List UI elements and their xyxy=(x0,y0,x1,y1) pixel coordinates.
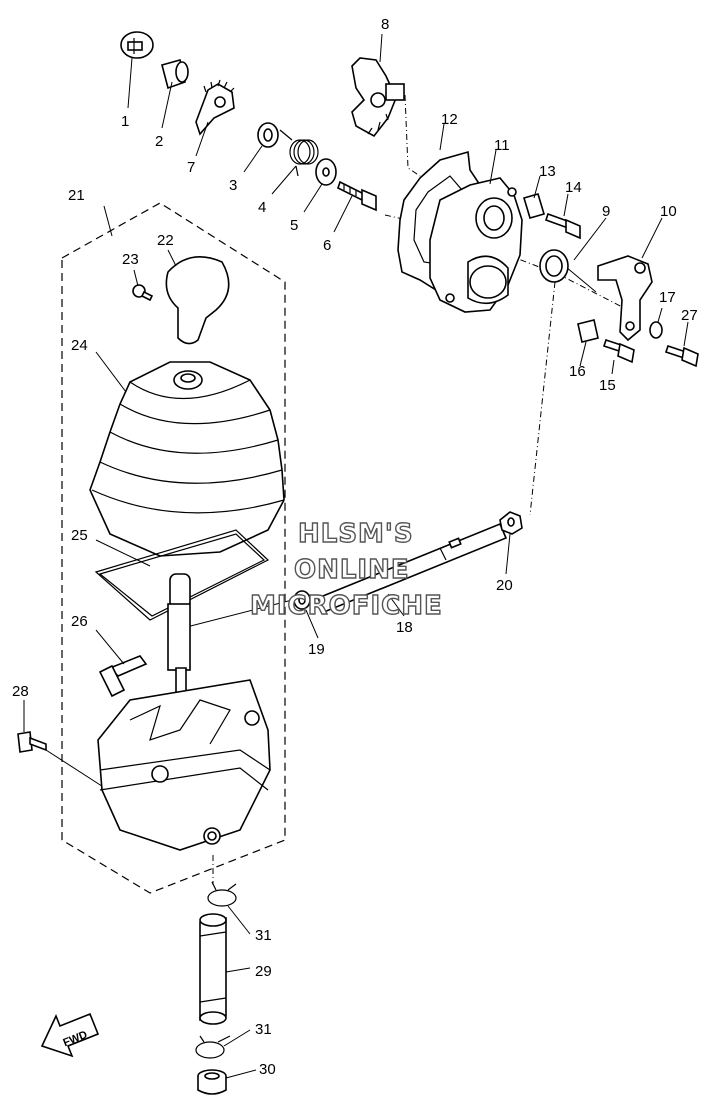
part-26-bolt xyxy=(98,655,148,698)
part-2-collar xyxy=(161,59,189,90)
watermark: HLSM'S ONLINE MICROFICHE xyxy=(249,518,443,621)
part-3-washer xyxy=(257,122,279,148)
callout-18: 18 xyxy=(396,619,413,636)
callout-2: 2 xyxy=(155,133,163,150)
part-20-nut xyxy=(499,511,523,535)
callout-19: 19 xyxy=(308,641,325,658)
watermark-line-1: HLSM'S xyxy=(298,519,414,549)
part-23-screw xyxy=(132,284,154,302)
callout-3: 3 xyxy=(229,177,237,194)
part-13-dowel-pin xyxy=(523,193,545,219)
callout-6: 6 xyxy=(323,237,331,254)
part-8-shift-segment xyxy=(351,57,405,138)
callout-13: 13 xyxy=(539,163,556,180)
part-31-lower-circlip xyxy=(195,1035,231,1059)
part-15-bolt xyxy=(602,338,635,364)
part-19-washer xyxy=(293,590,311,610)
callout-27: 27 xyxy=(681,307,698,324)
callout-28: 28 xyxy=(12,683,29,700)
part-29-linkage-tube xyxy=(199,913,227,1025)
part-28-bolt xyxy=(17,731,109,791)
callout-24: 24 xyxy=(71,337,88,354)
part-31-upper-circlip xyxy=(207,881,237,907)
callout-31-upper: 31 xyxy=(255,927,272,944)
callout-17: 17 xyxy=(659,289,676,306)
part-9-oil-seal xyxy=(539,249,569,283)
callout-29: 29 xyxy=(255,963,272,980)
linkage-lines xyxy=(174,94,633,885)
callout-8: 8 xyxy=(381,16,389,33)
part-6-bolt xyxy=(337,180,377,212)
callout-5: 5 xyxy=(290,217,298,234)
part-22-shift-knob xyxy=(165,256,230,345)
part-shift-gate-housing xyxy=(97,679,271,851)
assembly-boundary-21 xyxy=(61,202,286,894)
watermark-line-2: ONLINE xyxy=(294,555,410,585)
callout-31-lower: 31 xyxy=(255,1021,272,1038)
callout-4: 4 xyxy=(258,199,266,216)
part-16-collar xyxy=(577,319,599,343)
leader-lines xyxy=(23,33,689,1079)
callout-9: 9 xyxy=(602,203,610,220)
part-14-bolt xyxy=(544,212,581,240)
callout-labels: 1 2 7 3 4 5 6 8 12 11 13 14 9 10 17 27 1… xyxy=(12,16,698,1078)
part-25-boot-frame xyxy=(94,529,270,621)
callout-22: 22 xyxy=(157,232,174,249)
callout-15: 15 xyxy=(599,377,616,394)
part-10-shift-arm xyxy=(597,255,653,342)
callout-7: 7 xyxy=(187,159,195,176)
callout-20: 20 xyxy=(496,577,513,594)
part-27-bolt xyxy=(664,344,699,368)
callout-25: 25 xyxy=(71,527,88,544)
part-11-cover xyxy=(429,177,523,313)
fwd-direction-arrow: FWD xyxy=(40,1012,100,1058)
callout-23: 23 xyxy=(122,251,139,268)
callout-21: 21 xyxy=(68,187,85,204)
part-1-cap xyxy=(120,31,154,59)
watermark-line-3: MICROFICHE xyxy=(250,591,443,621)
callout-10: 10 xyxy=(660,203,677,220)
part-7-gear-segment xyxy=(195,79,235,136)
part-24-shift-boot xyxy=(89,361,285,557)
part-30-bushing xyxy=(197,1069,227,1095)
callout-1: 1 xyxy=(121,113,129,130)
callout-14: 14 xyxy=(565,179,582,196)
callout-30: 30 xyxy=(259,1061,276,1078)
callout-12: 12 xyxy=(441,111,458,128)
part-5-washer xyxy=(315,158,337,186)
part-4-spring xyxy=(279,129,319,177)
callout-26: 26 xyxy=(71,613,88,630)
part-17-washer xyxy=(649,321,663,339)
callout-11: 11 xyxy=(494,137,510,154)
callout-16: 16 xyxy=(569,363,586,380)
part-18-shift-shaft xyxy=(316,522,508,614)
